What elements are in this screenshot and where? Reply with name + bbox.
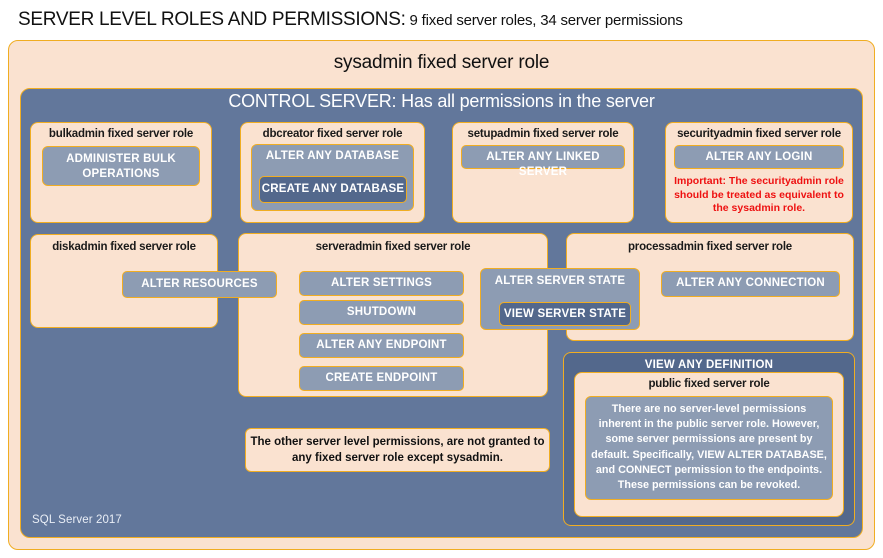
- permission-shutdown-label: SHUTDOWN: [346, 306, 417, 318]
- footer-label: SQL Server 2017: [32, 514, 122, 526]
- processadmin-role-label: processadmin fixed server role: [627, 241, 793, 253]
- dbcreator-role-label: dbcreator fixed server role: [262, 128, 403, 140]
- setupadmin-role-label: setupadmin fixed server role: [467, 128, 619, 140]
- permission-alter-settings-label: ALTER SETTINGS: [331, 277, 432, 289]
- permission-create-endpoint[interactable]: [299, 366, 464, 391]
- other-permissions-note-box: [245, 428, 550, 472]
- public-role-description-text: There are no server-level permissions in…: [591, 403, 827, 492]
- permission-view-server-state-label: VIEW SERVER STATE: [503, 308, 627, 320]
- setupadmin-role-box[interactable]: [452, 122, 634, 223]
- permission-alter-any-linked-server[interactable]: [461, 145, 625, 169]
- permission-view-server-state[interactable]: [499, 302, 631, 326]
- securityadmin-role-label: securityadmin fixed server role: [677, 128, 841, 140]
- page-title-main: SERVER LEVEL ROLES AND PERMISSIONS:: [18, 9, 406, 30]
- diskadmin-role-label: diskadmin fixed server role: [52, 241, 196, 253]
- permission-alter-any-endpoint[interactable]: [299, 333, 464, 358]
- permission-alter-any-database-label: ALTER ANY DATABASE: [265, 150, 400, 162]
- permission-administer-bulk-operations[interactable]: [42, 146, 200, 186]
- permission-alter-resources[interactable]: [122, 271, 277, 298]
- permission-alter-resources-label: ALTER RESOURCES: [141, 278, 258, 290]
- permission-alter-any-connection-label: ALTER ANY CONNECTION: [676, 277, 825, 289]
- page-title-sub: 9 fixed server roles, 34 server permissi…: [405, 12, 683, 29]
- permission-alter-any-linked-server-label: ALTER ANY LINKED SERVER: [486, 151, 600, 178]
- permission-administer-bulk-operations-label: ADMINISTER BULK OPERATIONS: [66, 153, 176, 180]
- serveradmin-role-label: serveradmin fixed server role: [315, 241, 471, 253]
- permission-alter-server-state-label: ALTER SERVER STATE: [494, 275, 626, 287]
- bulkadmin-role-label: bulkadmin fixed server role: [48, 128, 194, 140]
- control-server-label: CONTROL SERVER: Has all permissions in t…: [228, 91, 655, 111]
- permission-alter-settings[interactable]: [299, 271, 464, 296]
- permission-create-endpoint-label: CREATE ENDPOINT: [325, 372, 438, 384]
- securityadmin-role-box[interactable]: [665, 122, 853, 223]
- permission-alter-any-login-label: ALTER ANY LOGIN: [705, 151, 813, 163]
- permission-alter-any-connection[interactable]: [661, 271, 840, 297]
- permission-alter-any-endpoint-label: ALTER ANY ENDPOINT: [316, 339, 447, 351]
- other-permissions-note-text: The other server level permissions, are …: [250, 436, 545, 464]
- permission-shutdown[interactable]: [299, 300, 464, 325]
- sysadmin-role-label: sysadmin fixed server role: [333, 52, 550, 73]
- permission-view-any-definition-label: VIEW ANY DEFINITION: [644, 359, 774, 371]
- securityadmin-warning-note: Important: The securityadmin role should…: [674, 175, 844, 214]
- public-role-description-box: [585, 396, 833, 500]
- public-role-label: public fixed server role: [648, 378, 770, 390]
- page-title: SERVER LEVEL ROLES AND PERMISSIONS: 9 fi…: [18, 9, 868, 33]
- permission-create-any-database[interactable]: [259, 176, 407, 203]
- permission-create-any-database-label: CREATE ANY DATABASE: [261, 183, 405, 195]
- permission-alter-any-login[interactable]: [674, 145, 844, 169]
